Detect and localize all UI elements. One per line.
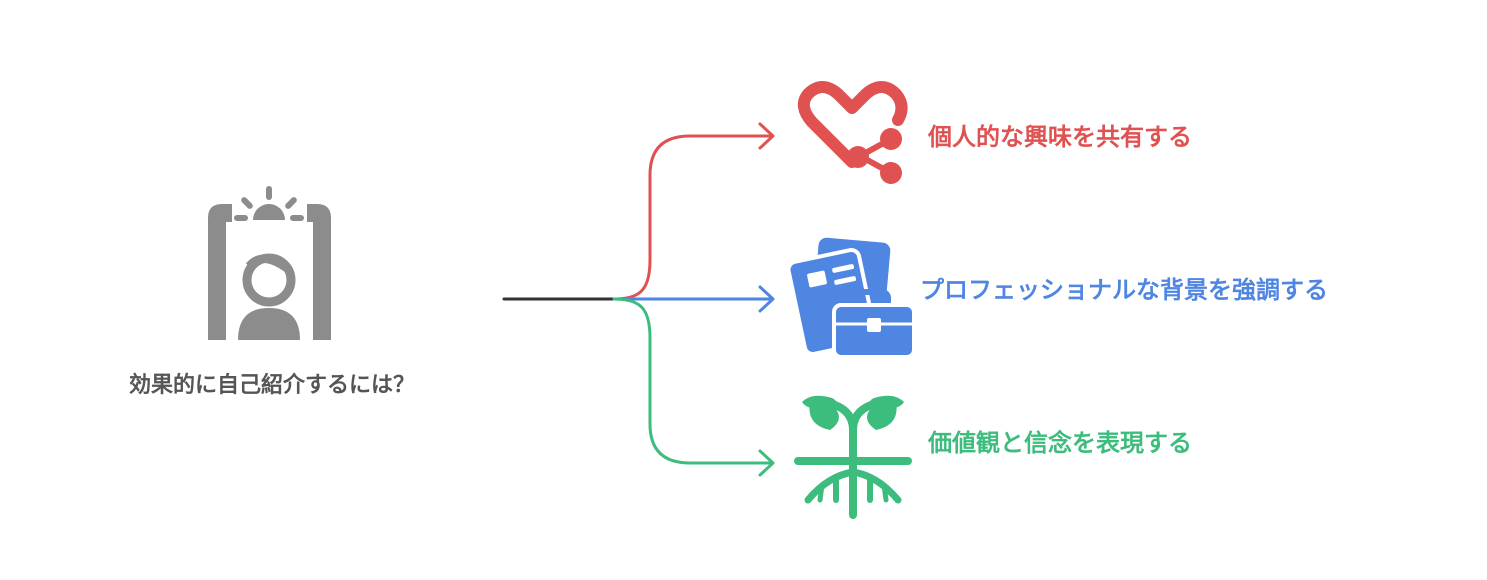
arrowhead-branch-1 xyxy=(758,122,775,150)
connector-branch-3 xyxy=(612,297,772,465)
heart-share-icon xyxy=(797,81,908,184)
connector-branch-1 xyxy=(612,134,772,301)
branch-label-2: プロフェッショナルな背景を強調する xyxy=(920,276,1328,304)
arrowhead-branch-2 xyxy=(758,285,775,313)
branch-label-1: 個人的な興味を共有する xyxy=(927,123,1192,151)
root-label: 効果的に自己紹介するには？ xyxy=(129,372,415,398)
connectors xyxy=(502,122,775,477)
sprout-roots-icon xyxy=(794,395,912,519)
branch-label-3: 価値観と信念を表現する xyxy=(927,429,1192,457)
presenter-frame-icon xyxy=(208,186,331,340)
arrowhead-branch-3 xyxy=(758,449,775,477)
documents-briefcase-icon xyxy=(786,237,916,359)
